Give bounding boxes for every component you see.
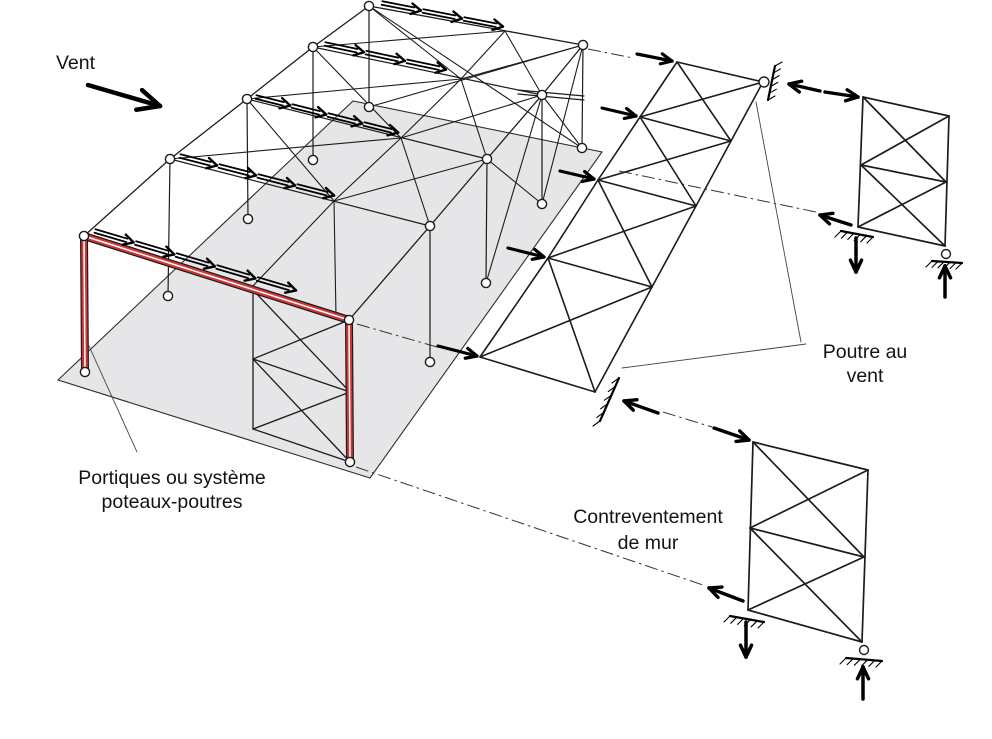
wall-bracing-bottom [747, 441, 869, 643]
label-leader-lines [88, 101, 807, 453]
joint-nodes [78, 0, 952, 656]
floor-slab [56, 100, 603, 479]
wall-bracing-label: Contreventement de mur [548, 504, 748, 556]
portal-frame-label-line1: Portiques ou système [78, 467, 266, 489]
roof-bracing [169, 5, 585, 318]
support-hatching [592, 61, 964, 668]
wind-girder-label-line1: Poutre au [822, 341, 908, 363]
wall-bracing-label-line1: Contreventement [573, 506, 723, 528]
wind-label-text: Vent [56, 52, 96, 74]
wind-label: Vent [56, 51, 95, 75]
wind-girder-truss [479, 61, 764, 393]
wind-girder-label-line2: vent [846, 365, 884, 387]
wind-girder-label: Poutre au vent [789, 340, 941, 388]
force-arrows [436, 52, 953, 701]
axis-dashdot-lines [355, 48, 817, 586]
wall-bracing-label-line2: de mur [617, 532, 679, 554]
portal-frame-highlight [80, 232, 354, 466]
wind-direction-arrow [85, 82, 163, 112]
wind-load-arrow-chains [93, 0, 505, 294]
wall-bracing-top [857, 96, 950, 247]
portal-frame-label: Portiques ou système poteaux-poutres [41, 466, 303, 514]
end-wall-bracing [252, 289, 351, 463]
portal-frame-label-line2: poteaux-poutres [101, 491, 243, 513]
